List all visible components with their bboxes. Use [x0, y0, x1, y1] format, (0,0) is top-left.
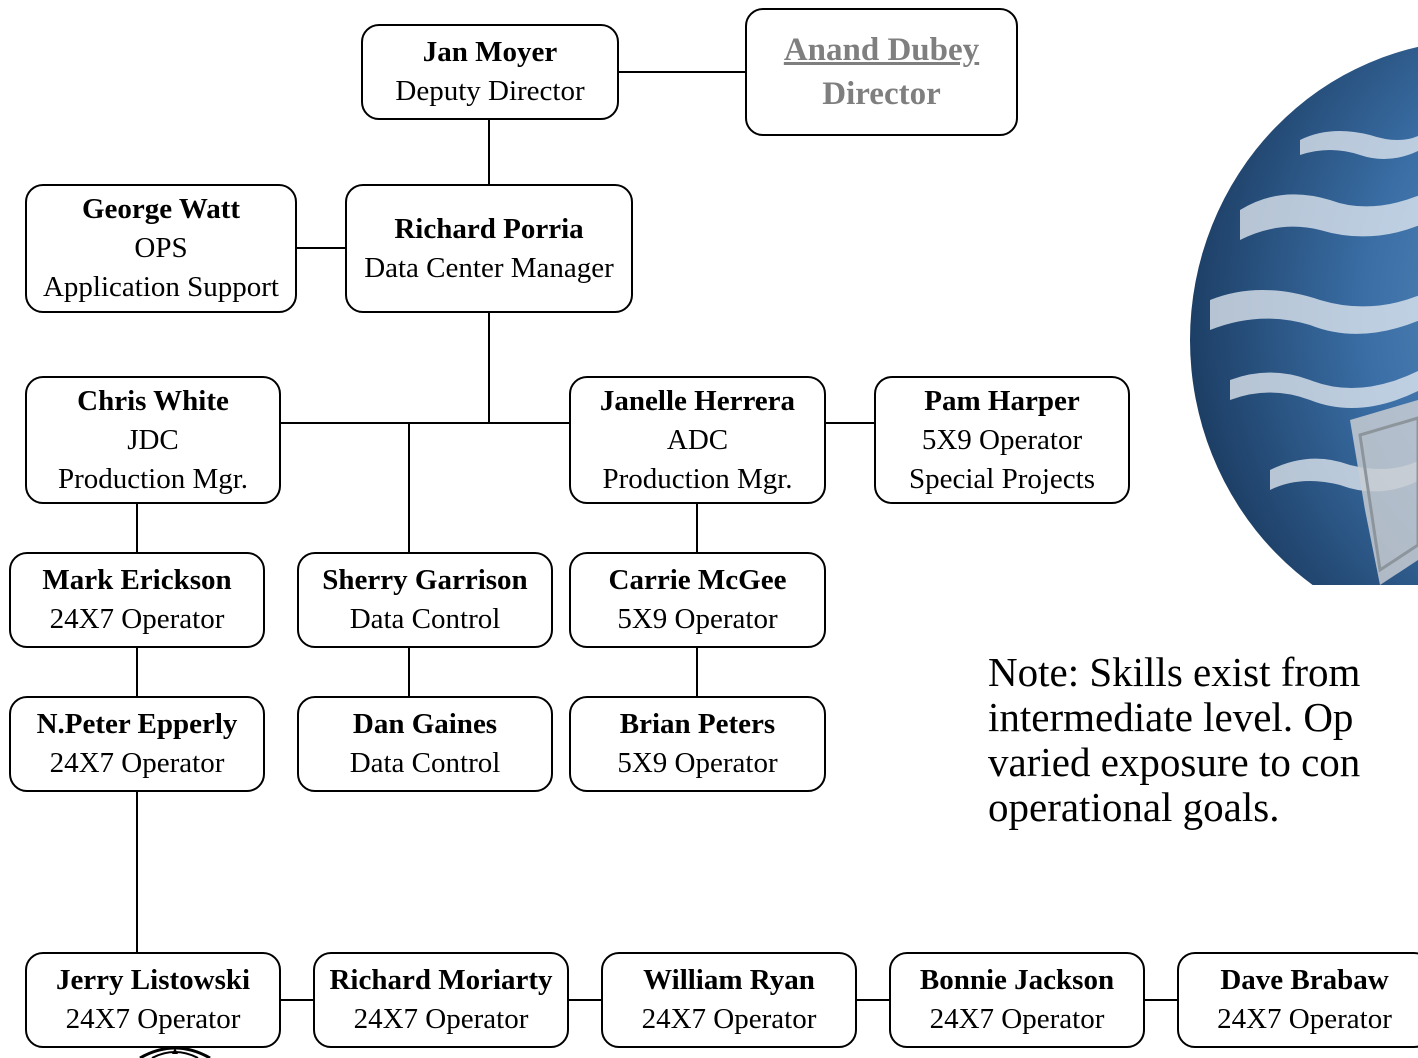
garrison-box: Sherry Garrison Data Control	[297, 552, 553, 648]
jdc-manager-line2: Production Mgr.	[57, 462, 249, 495]
dc-manager-title: Data Center Manager	[364, 251, 614, 284]
ryan-title: 24X7 Operator	[641, 1003, 817, 1035]
jackson-name: Bonnie Jackson	[919, 964, 1115, 996]
brabaw-title: 24X7 Operator	[1217, 1003, 1392, 1035]
garrison-title: Data Control	[349, 603, 501, 635]
ryan-name: William Ryan	[643, 964, 815, 996]
jdc-manager-line1: JDC	[127, 423, 179, 456]
dc-manager-name: Richard Porria	[394, 212, 584, 245]
note-line: intermediate level. Op	[988, 694, 1354, 740]
erickson-name: Mark Erickson	[42, 564, 232, 596]
mcgee-box: Carrie McGee 5X9 Operator	[569, 552, 826, 648]
erickson-box: Mark Erickson 24X7 Operator	[9, 552, 265, 648]
mcgee-name: Carrie McGee	[608, 564, 787, 596]
gaines-box: Dan Gaines Data Control	[297, 696, 553, 792]
adc-manager-name: Janelle Herrera	[599, 384, 796, 417]
gaines-title: Data Control	[349, 747, 501, 779]
director-title: Director	[822, 76, 941, 112]
dc-manager-box: Richard Porria Data Center Manager	[345, 184, 633, 313]
moriarty-name: Richard Moriarty	[329, 964, 553, 996]
ops-support-box: George Watt OPS Application Support	[25, 184, 297, 313]
epperly-title: 24X7 Operator	[49, 747, 225, 779]
special-projects-box: Pam Harper 5X9 Operator Special Projects	[874, 376, 1130, 504]
jackson-title: 24X7 Operator	[929, 1003, 1105, 1035]
moriarty-title: 24X7 Operator	[353, 1003, 529, 1035]
gaines-name: Dan Gaines	[352, 708, 498, 740]
epperly-name: N.Peter Epperly	[36, 708, 238, 740]
special-projects-line2: Special Projects	[908, 462, 1096, 495]
special-projects-line1: 5X9 Operator	[921, 423, 1083, 456]
adc-manager-line1: ADC	[666, 423, 729, 456]
brabaw-box: Dave Brabaw 24X7 Operator	[1177, 952, 1418, 1048]
agency-seal-icon	[130, 1044, 220, 1058]
peters-box: Brian Peters 5X9 Operator	[569, 696, 826, 792]
erickson-title: 24X7 Operator	[49, 603, 225, 635]
listowski-name: Jerry Listowski	[55, 964, 251, 996]
brabaw-name: Dave Brabaw	[1220, 964, 1389, 996]
jdc-manager-box: Chris White JDC Production Mgr.	[25, 376, 281, 504]
epperly-box: N.Peter Epperly 24X7 Operator	[9, 696, 265, 792]
deputy-name: Jan Moyer	[422, 36, 558, 68]
jdc-manager-name: Chris White	[77, 384, 229, 417]
garrison-name: Sherry Garrison	[322, 564, 528, 596]
deputy-director-box: Jan Moyer Deputy Director	[361, 24, 619, 120]
skills-note: Note: Skills exist from intermediate lev…	[988, 650, 1418, 880]
listowski-title: 24X7 Operator	[65, 1003, 241, 1035]
ops-support-name: George Watt	[81, 193, 241, 225]
earth-globe-icon	[1180, 40, 1418, 585]
jackson-box: Bonnie Jackson 24X7 Operator	[889, 952, 1145, 1048]
director-name[interactable]: Anand Dubey	[783, 32, 980, 68]
note-line: operational goals.	[988, 784, 1280, 830]
deputy-title: Deputy Director	[395, 75, 585, 107]
director-box: Anand Dubey Director	[745, 8, 1018, 136]
listowski-box: Jerry Listowski 24X7 Operator	[25, 952, 281, 1048]
peters-name: Brian Peters	[619, 708, 776, 740]
ops-support-line2: Application Support	[42, 271, 279, 303]
adc-manager-box: Janelle Herrera ADC Production Mgr.	[569, 376, 826, 504]
peters-title: 5X9 Operator	[617, 747, 778, 779]
moriarty-box: Richard Moriarty 24X7 Operator	[313, 952, 569, 1048]
ops-support-line1: OPS	[134, 232, 188, 264]
adc-manager-line2: Production Mgr.	[602, 462, 793, 495]
special-projects-name: Pam Harper	[924, 384, 1080, 417]
note-line: varied exposure to con	[988, 739, 1361, 785]
ryan-box: William Ryan 24X7 Operator	[601, 952, 857, 1048]
mcgee-title: 5X9 Operator	[617, 603, 778, 635]
note-line: Note: Skills exist from	[988, 650, 1361, 695]
